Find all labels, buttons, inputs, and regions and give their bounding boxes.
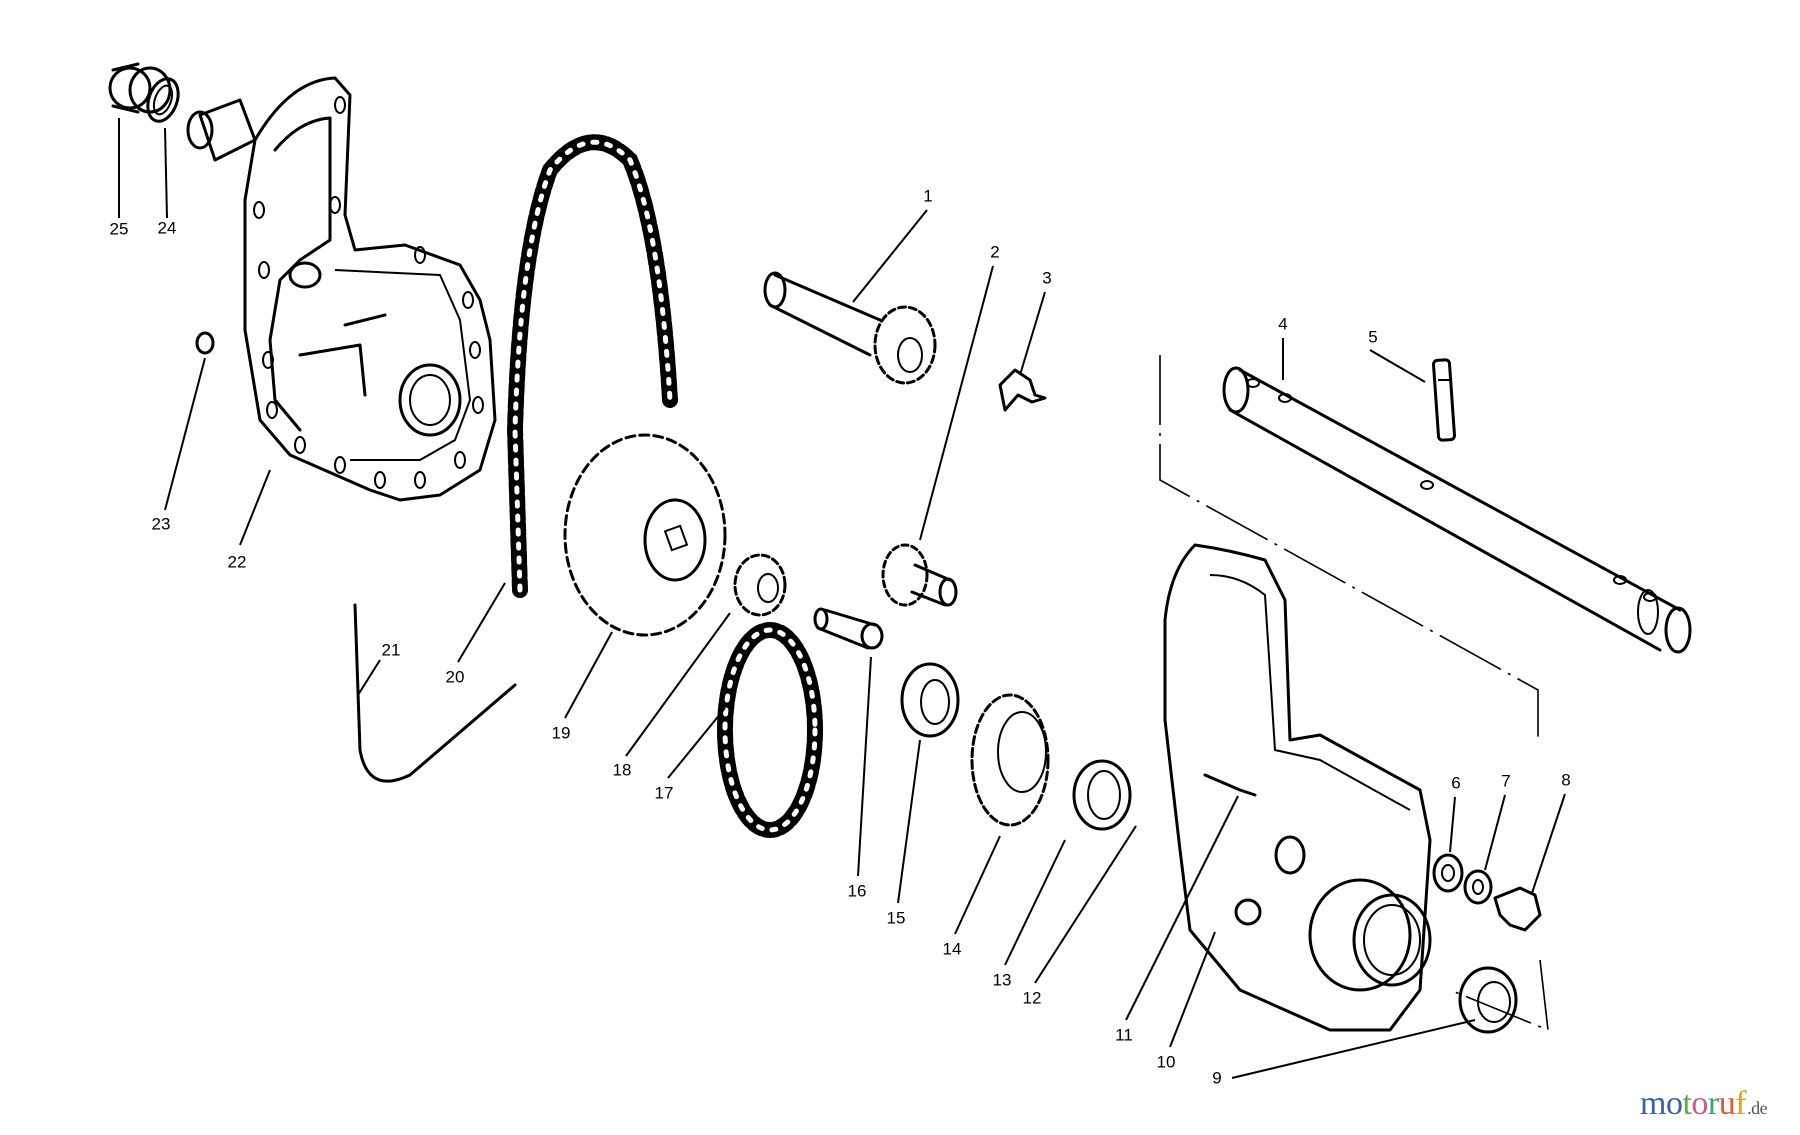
- callout-19: 19: [551, 723, 571, 743]
- watermark-letter: m: [1640, 1085, 1666, 1122]
- callout-20: 20: [445, 667, 465, 687]
- bolt-part-8: [1493, 886, 1542, 932]
- callout-14: 14: [942, 939, 962, 959]
- callout-13: 13: [992, 970, 1012, 990]
- callout-18: 18: [612, 760, 632, 780]
- callout-3: 3: [1042, 268, 1052, 288]
- callout-6: 6: [1451, 773, 1461, 793]
- watermark-letter: o: [1691, 1085, 1708, 1122]
- callout-2: 2: [990, 242, 1000, 262]
- callout-22: 22: [227, 552, 247, 572]
- callout-11: 11: [1115, 1025, 1133, 1045]
- watermark-letter: t: [1682, 1085, 1692, 1122]
- leader-lines: [118, 118, 1566, 1079]
- callout-23: 23: [151, 514, 171, 534]
- callout-7: 7: [1501, 771, 1511, 791]
- left-housing-part-22: [186, 76, 497, 502]
- watermark-letter: f: [1735, 1085, 1747, 1122]
- o-ring-part-24: [146, 77, 180, 123]
- callout-21: 21: [381, 640, 401, 660]
- callout-12: 12: [1022, 988, 1042, 1008]
- callout-16: 16: [847, 881, 867, 901]
- callout-17: 17: [654, 783, 674, 803]
- upper-chain-part-20: [506, 134, 678, 598]
- plug-part-23: [195, 331, 215, 355]
- small-sprocket-part-2: [881, 543, 958, 607]
- watermark-letter: r: [1707, 1085, 1719, 1122]
- callout-4: 4: [1278, 314, 1288, 334]
- lower-chain-part-17: [717, 622, 823, 838]
- gasket-cord-part-21: [353, 603, 517, 783]
- alignment-line: [1449, 959, 1549, 1032]
- drive-sprocket-part-14: [970, 693, 1050, 827]
- callout-5: 5: [1368, 327, 1378, 347]
- pin-part-5: [1431, 358, 1457, 442]
- oil-seal-part-9: [1458, 966, 1518, 1034]
- watermark-letter: u: [1718, 1085, 1736, 1122]
- spacer-tube-part-16: [813, 607, 884, 650]
- watermark-tld: .de: [1747, 1098, 1768, 1118]
- callout-8: 8: [1561, 770, 1571, 790]
- right-housing: [1163, 543, 1432, 1032]
- pinion-shaft-part-1: [763, 271, 937, 385]
- callout-1: 1: [923, 186, 933, 206]
- callout-24: 24: [157, 218, 177, 238]
- idler-sprocket-part-18: [733, 553, 787, 617]
- lock-washer-part-7: [1463, 869, 1493, 905]
- large-sprocket-part-19: [563, 433, 727, 637]
- alignment-line: [1159, 355, 1539, 740]
- callout-9: 9: [1212, 1068, 1222, 1088]
- clip-part-3: [998, 368, 1047, 412]
- callout-15: 15: [886, 908, 906, 928]
- callout-10: 10: [1156, 1052, 1176, 1072]
- spacer-ring-part-13: [1072, 759, 1132, 831]
- axle-shaft-part-4: [1222, 366, 1692, 654]
- washer-part-6: [1432, 853, 1464, 893]
- callout-25: 25: [109, 219, 129, 239]
- bearing-part-15: [900, 662, 960, 738]
- watermark-logo: motoruf.de: [1640, 1085, 1768, 1123]
- watermark-letter: o: [1665, 1085, 1683, 1122]
